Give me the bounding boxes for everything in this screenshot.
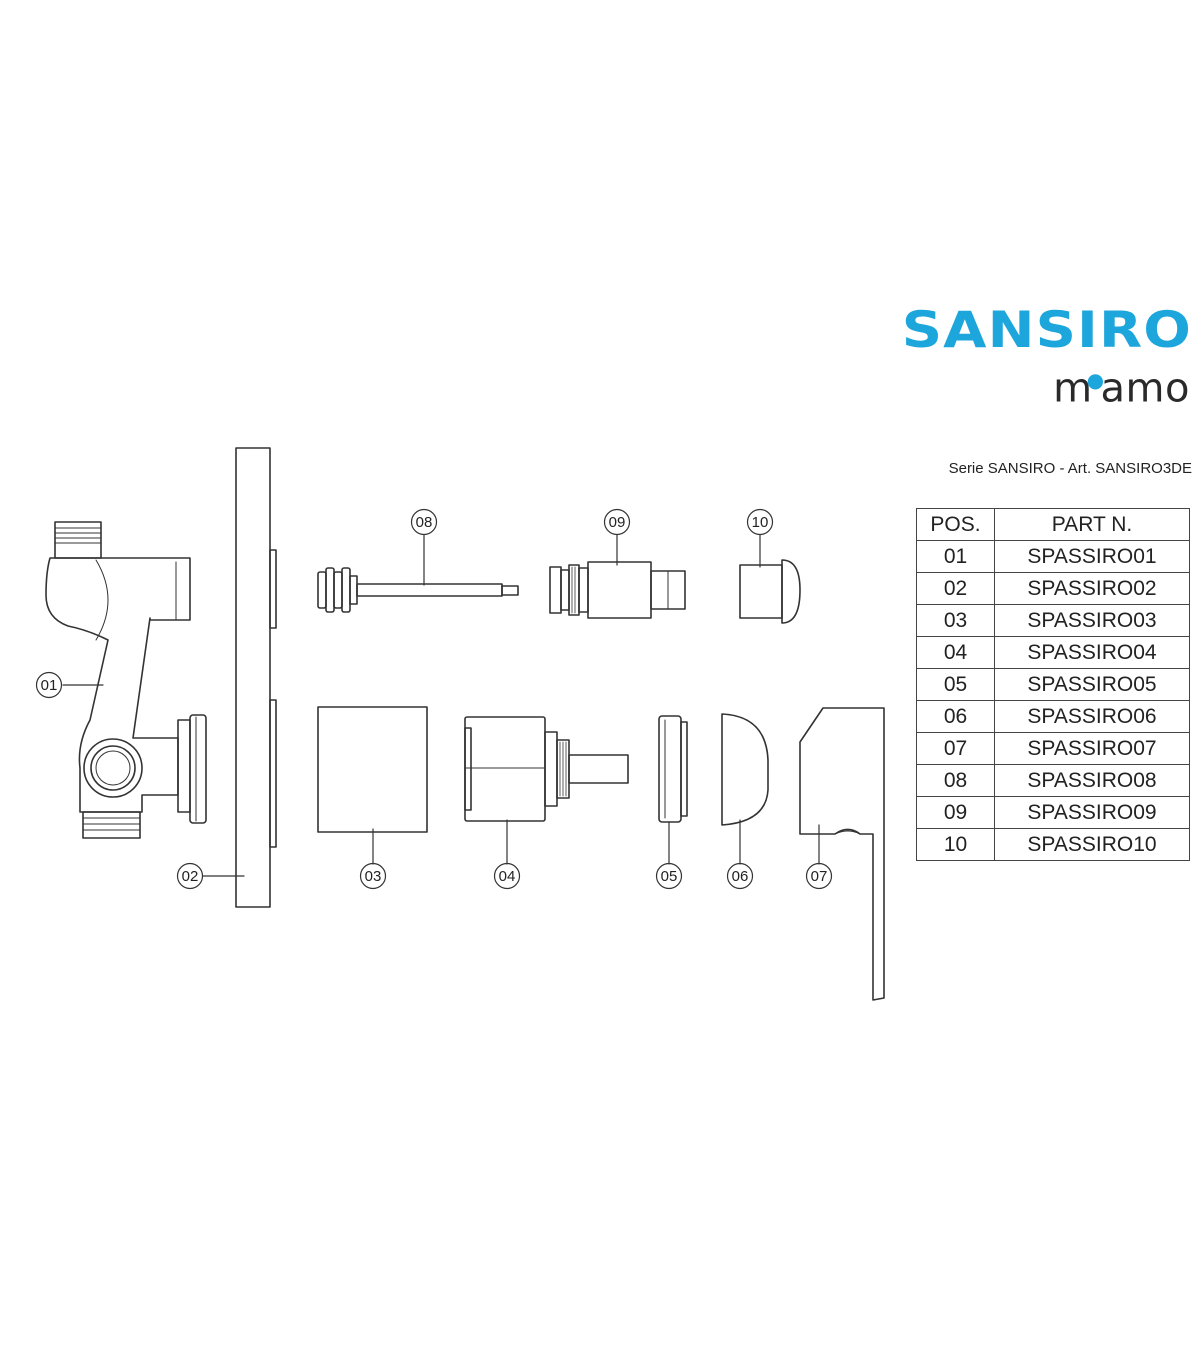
part-rosette — [721, 713, 769, 826]
callout-06: 06 — [726, 862, 754, 890]
part-wall-plate — [235, 447, 277, 908]
callout-label: 09 — [609, 514, 626, 531]
row-part-number: SPASSIRO01 — [994, 540, 1190, 573]
part-knob-cap — [739, 559, 801, 624]
part-cartridge — [464, 716, 629, 822]
callout-label: 05 — [661, 868, 678, 885]
sub-brand-dot: ● — [1086, 368, 1105, 392]
row-pos: 03 — [916, 604, 995, 637]
callout-09: 09 — [603, 508, 631, 536]
callout-04: 04 — [493, 862, 521, 890]
row-part-number: SPASSIRO06 — [994, 700, 1190, 733]
callout-10: 10 — [746, 508, 774, 536]
parts-table-header: POS. PART N. — [916, 508, 1190, 541]
sub-brand-name: m●amo — [1000, 358, 1190, 410]
sub-brand-part-a: m — [1053, 365, 1093, 412]
sub-brand-part-b: amo — [1100, 365, 1190, 412]
row-pos: 02 — [916, 572, 995, 605]
row-pos: 01 — [916, 540, 995, 573]
row-pos: 08 — [916, 764, 995, 797]
callout-05: 05 — [655, 862, 683, 890]
part-valve-body — [45, 521, 207, 839]
header-pos: POS. — [916, 508, 995, 541]
callout-label: 01 — [41, 677, 58, 694]
part-lever-handle — [799, 707, 885, 1001]
callout-label: 08 — [416, 514, 433, 531]
part-ring-nut — [658, 715, 688, 823]
callout-label: 04 — [499, 868, 516, 885]
row-part-number: SPASSIRO08 — [994, 764, 1190, 797]
series-label: Serie SANSIRO - Art. SANSIRO3DE — [948, 460, 1192, 477]
row-pos: 10 — [916, 828, 995, 861]
row-part-number: SPASSIRO10 — [994, 828, 1190, 861]
header-part-number: PART N. — [994, 508, 1190, 541]
callout-07: 07 — [805, 862, 833, 890]
callout-08: 08 — [410, 508, 438, 536]
row-pos: 07 — [916, 732, 995, 765]
row-pos: 05 — [916, 668, 995, 701]
callout-label: 02 — [182, 868, 199, 885]
callout-label: 07 — [811, 868, 828, 885]
row-part-number: SPASSIRO02 — [994, 572, 1190, 605]
callout-03: 03 — [359, 862, 387, 890]
callout-02: 02 — [176, 862, 204, 890]
row-part-number: SPASSIRO04 — [994, 636, 1190, 669]
part-diverter-cartridge — [549, 561, 686, 619]
callout-label: 10 — [752, 514, 769, 531]
brand-name: SANSIRO — [901, 301, 1192, 359]
row-part-number: SPASSIRO05 — [994, 668, 1190, 701]
callout-01: 01 — [35, 671, 63, 699]
part-cover — [317, 706, 428, 833]
callout-label: 03 — [365, 868, 382, 885]
row-part-number: SPASSIRO09 — [994, 796, 1190, 829]
row-pos: 06 — [916, 700, 995, 733]
callout-label: 06 — [732, 868, 749, 885]
leader-lines — [62, 534, 820, 877]
row-part-number: SPASSIRO03 — [994, 604, 1190, 637]
part-spindle — [317, 567, 519, 613]
